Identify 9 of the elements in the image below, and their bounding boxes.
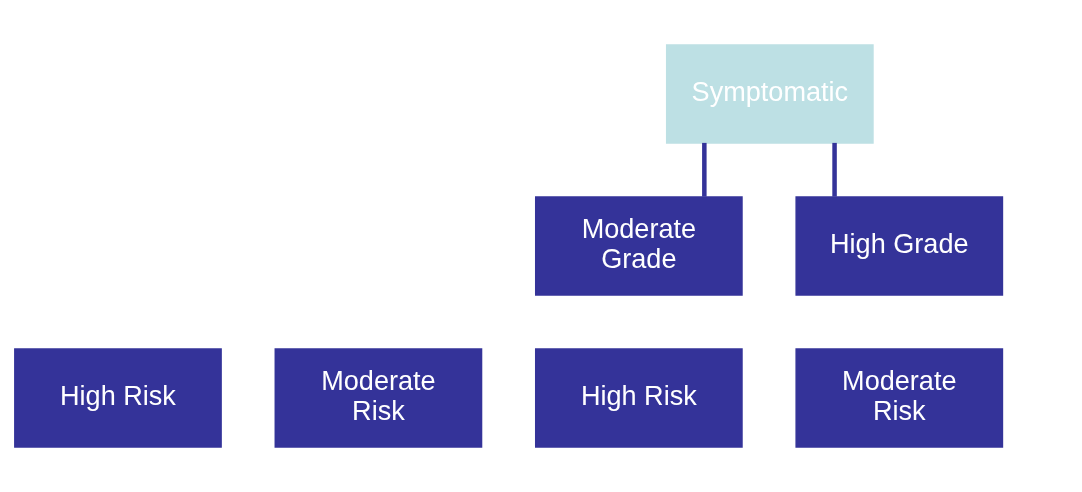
node-box: High Risk xyxy=(534,348,743,448)
node-box: Moderate Risk xyxy=(795,348,1004,448)
node-box: High Risk xyxy=(14,348,222,448)
node-box: Symptomatic xyxy=(665,44,874,144)
node-box: High Grade xyxy=(795,196,1004,296)
node-box: Moderate Grade xyxy=(534,196,743,296)
node-box: Moderate Risk xyxy=(274,348,483,448)
connector xyxy=(832,142,837,197)
connector xyxy=(702,142,707,197)
